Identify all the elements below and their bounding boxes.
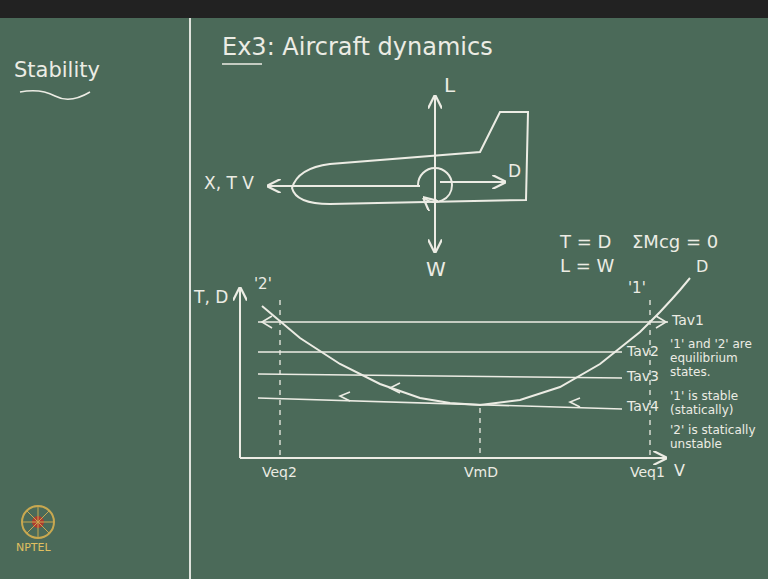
board-title: Ex3: Aircraft dynamics [222,34,493,62]
thrust-line-2 [258,351,622,353]
thrust-line-3 [258,374,622,378]
thrust-label: Tav3 [627,368,659,384]
equation: ΣMcg = 0 [632,232,718,253]
direction-arrows [262,316,666,407]
force-label: W [426,258,446,281]
y-axis [239,288,241,458]
axis-tick-label: Veq1 [630,464,665,480]
force-label: D [508,162,521,182]
weight-arrow [434,200,436,252]
axis-label: T, D [194,288,228,308]
axis-tick-label: VmD [464,464,498,480]
note-text: '1' is stable (statically) [670,390,764,418]
thrust-label: Tav1 [672,312,704,328]
equation: L = W [560,256,614,277]
drag-arrow [440,181,505,183]
dashed-verticals [280,300,650,458]
axis-label: V [674,462,685,480]
board-divider [189,18,191,579]
thrust-arrow [268,185,420,187]
point-label: '2' [254,276,272,293]
title-underline [222,63,262,65]
equation: T = D [560,232,611,253]
top-strip [0,0,768,18]
thrust-line-1 [258,321,668,323]
drag-curve [262,278,690,405]
force-label: L [444,74,455,97]
thrust-line-4 [258,398,622,409]
point-label: '1' [628,280,646,297]
thrust-label: Tav4 [627,398,659,414]
aircraft-sketch [292,112,528,204]
nptel-logo [22,506,54,538]
force-label: X, T V [204,174,254,194]
lift-arrow [434,96,436,200]
note-text: '2' is statically unstable [670,424,764,452]
note-text: '1' and '2' are equilibrium states. [670,338,764,379]
stability-sketch [20,91,90,100]
x-axis [240,457,666,459]
thrust-label: Tav2 [627,343,659,359]
axis-tick-label: Veq2 [262,464,297,480]
topic-heading: Stability [14,58,100,82]
curve-label: D [696,258,708,276]
logo-text: NPTEL [16,542,51,555]
